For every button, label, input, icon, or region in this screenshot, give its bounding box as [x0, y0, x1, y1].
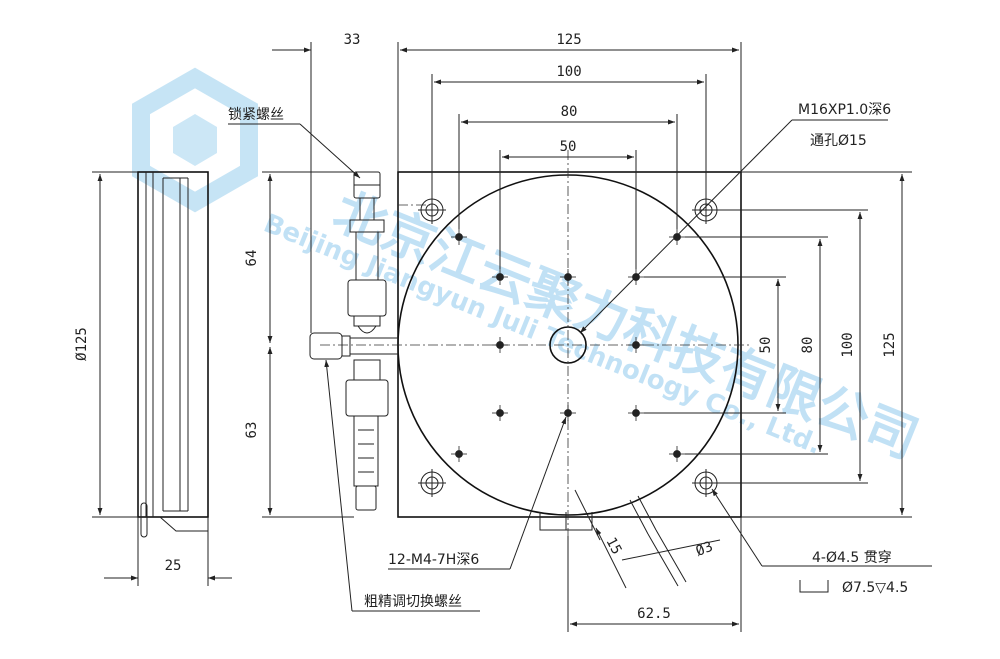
mount-hole-tl	[418, 196, 446, 224]
m4-holes	[451, 229, 685, 462]
dim-15: 15	[603, 535, 625, 557]
dim-62-5: 62.5	[637, 606, 671, 622]
label-mount-holes: 4-Ø4.5 贯穿	[812, 550, 892, 566]
dim-100-right: 100	[840, 332, 856, 357]
label-thread-spec: M16XP1.0深6	[798, 102, 891, 118]
dim-80-right: 80	[800, 337, 816, 354]
side-view: Ø125 25	[74, 171, 232, 586]
dim-63: 63	[244, 422, 260, 439]
label-counterbore: Ø7.5▽4.5	[842, 580, 908, 596]
watermark-cn-text: 北京江云聚力科技有限公司	[325, 181, 926, 470]
dim-125-right: 125	[882, 332, 898, 357]
top-view: 64 63 33 125 100 80 50 50 80 100	[244, 32, 912, 632]
label-through-hole: 通孔Ø15	[810, 133, 867, 149]
watermark-logo	[132, 67, 258, 213]
label-locking-screw: 锁紧螺丝	[228, 107, 284, 123]
dim-100-top: 100	[556, 64, 581, 80]
counterbore-icon	[799, 580, 829, 593]
dim-125-top: 125	[556, 32, 581, 48]
label-m4-holes: 12-M4-7H深6	[388, 552, 479, 568]
label-coarse-fine-switch: 粗精调切换螺丝	[364, 593, 462, 610]
dim-25: 25	[165, 558, 182, 574]
watermark: 北京江云聚力科技有限公司 Beijing Jiangyun Juli Techn…	[132, 67, 926, 471]
micrometer-assembly	[309, 171, 399, 511]
dim-33: 33	[344, 32, 361, 48]
mount-hole-bl	[418, 469, 446, 497]
dim-64: 64	[244, 250, 260, 267]
mount-hole-br	[692, 469, 720, 497]
dim-diameter-125: Ø125	[74, 327, 90, 361]
mount-hole-tr	[692, 196, 720, 224]
dim-diameter-3: Ø3	[694, 539, 716, 560]
dim-50-right: 50	[758, 337, 774, 354]
dim-50-top: 50	[560, 139, 577, 155]
callouts: 锁紧螺丝 M16XP1.0深6 通孔Ø15 12-M4-7H深6 粗精调切换螺丝…	[228, 102, 932, 612]
dim-80-top: 80	[561, 104, 578, 120]
